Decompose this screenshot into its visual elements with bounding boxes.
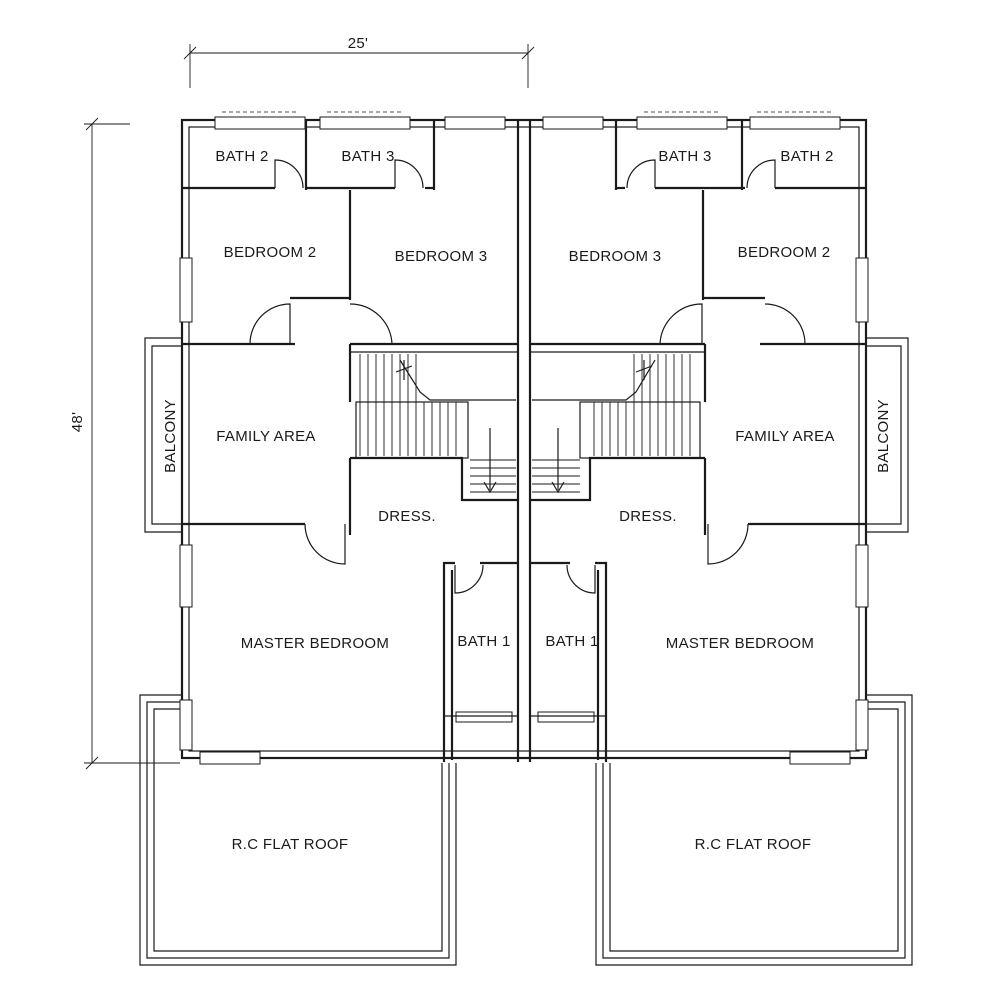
bottom-windows bbox=[199, 711, 851, 765]
right-bedroom-2-label: BEDROOM 2 bbox=[738, 244, 831, 261]
width-dimension-label: 25' bbox=[348, 35, 368, 52]
left-bath-2-label: BATH 2 bbox=[215, 148, 268, 165]
width-dimension bbox=[183, 44, 535, 88]
right-bedroom-3-label: BEDROOM 3 bbox=[569, 248, 662, 265]
door-swings bbox=[249, 159, 806, 594]
right-family-area-label: FAMILY AREA bbox=[735, 428, 834, 445]
top-windows bbox=[214, 111, 841, 130]
right-flat-roof-outline bbox=[595, 694, 913, 966]
right-bath-1-label: BATH 1 bbox=[545, 633, 598, 650]
right-balcony-label: BALCONY bbox=[875, 399, 892, 473]
left-bath-1-label: BATH 1 bbox=[457, 633, 510, 650]
right-dress-label: DRESS. bbox=[619, 508, 677, 525]
left-bedroom-3-label: BEDROOM 3 bbox=[395, 248, 488, 265]
right-master-bedroom-label: MASTER BEDROOM bbox=[666, 635, 814, 652]
left-flat-roof-label: R.C FLAT ROOF bbox=[232, 836, 349, 853]
right-flat-roof-label: R.C FLAT ROOF bbox=[695, 836, 812, 853]
right-bath-2-label: BATH 2 bbox=[780, 148, 833, 165]
depth-dimension-label: 48' bbox=[69, 412, 86, 432]
depth-dimension bbox=[84, 117, 180, 770]
left-master-bedroom-label: MASTER BEDROOM bbox=[241, 635, 389, 652]
side-windows bbox=[179, 257, 869, 751]
right-balcony-outline bbox=[866, 337, 909, 533]
left-staircase bbox=[355, 354, 516, 494]
left-bath-3-label: BATH 3 bbox=[341, 148, 394, 165]
left-dress-label: DRESS. bbox=[378, 508, 436, 525]
exterior-walls bbox=[180, 118, 868, 762]
left-flat-roof-outline bbox=[139, 694, 457, 966]
right-bath-3-label: BATH 3 bbox=[658, 148, 711, 165]
left-balcony-label: BALCONY bbox=[162, 399, 179, 473]
right-staircase bbox=[532, 354, 701, 494]
left-balcony-outline bbox=[144, 337, 182, 533]
left-bedroom-2-label: BEDROOM 2 bbox=[224, 244, 317, 261]
left-family-area-label: FAMILY AREA bbox=[216, 428, 315, 445]
